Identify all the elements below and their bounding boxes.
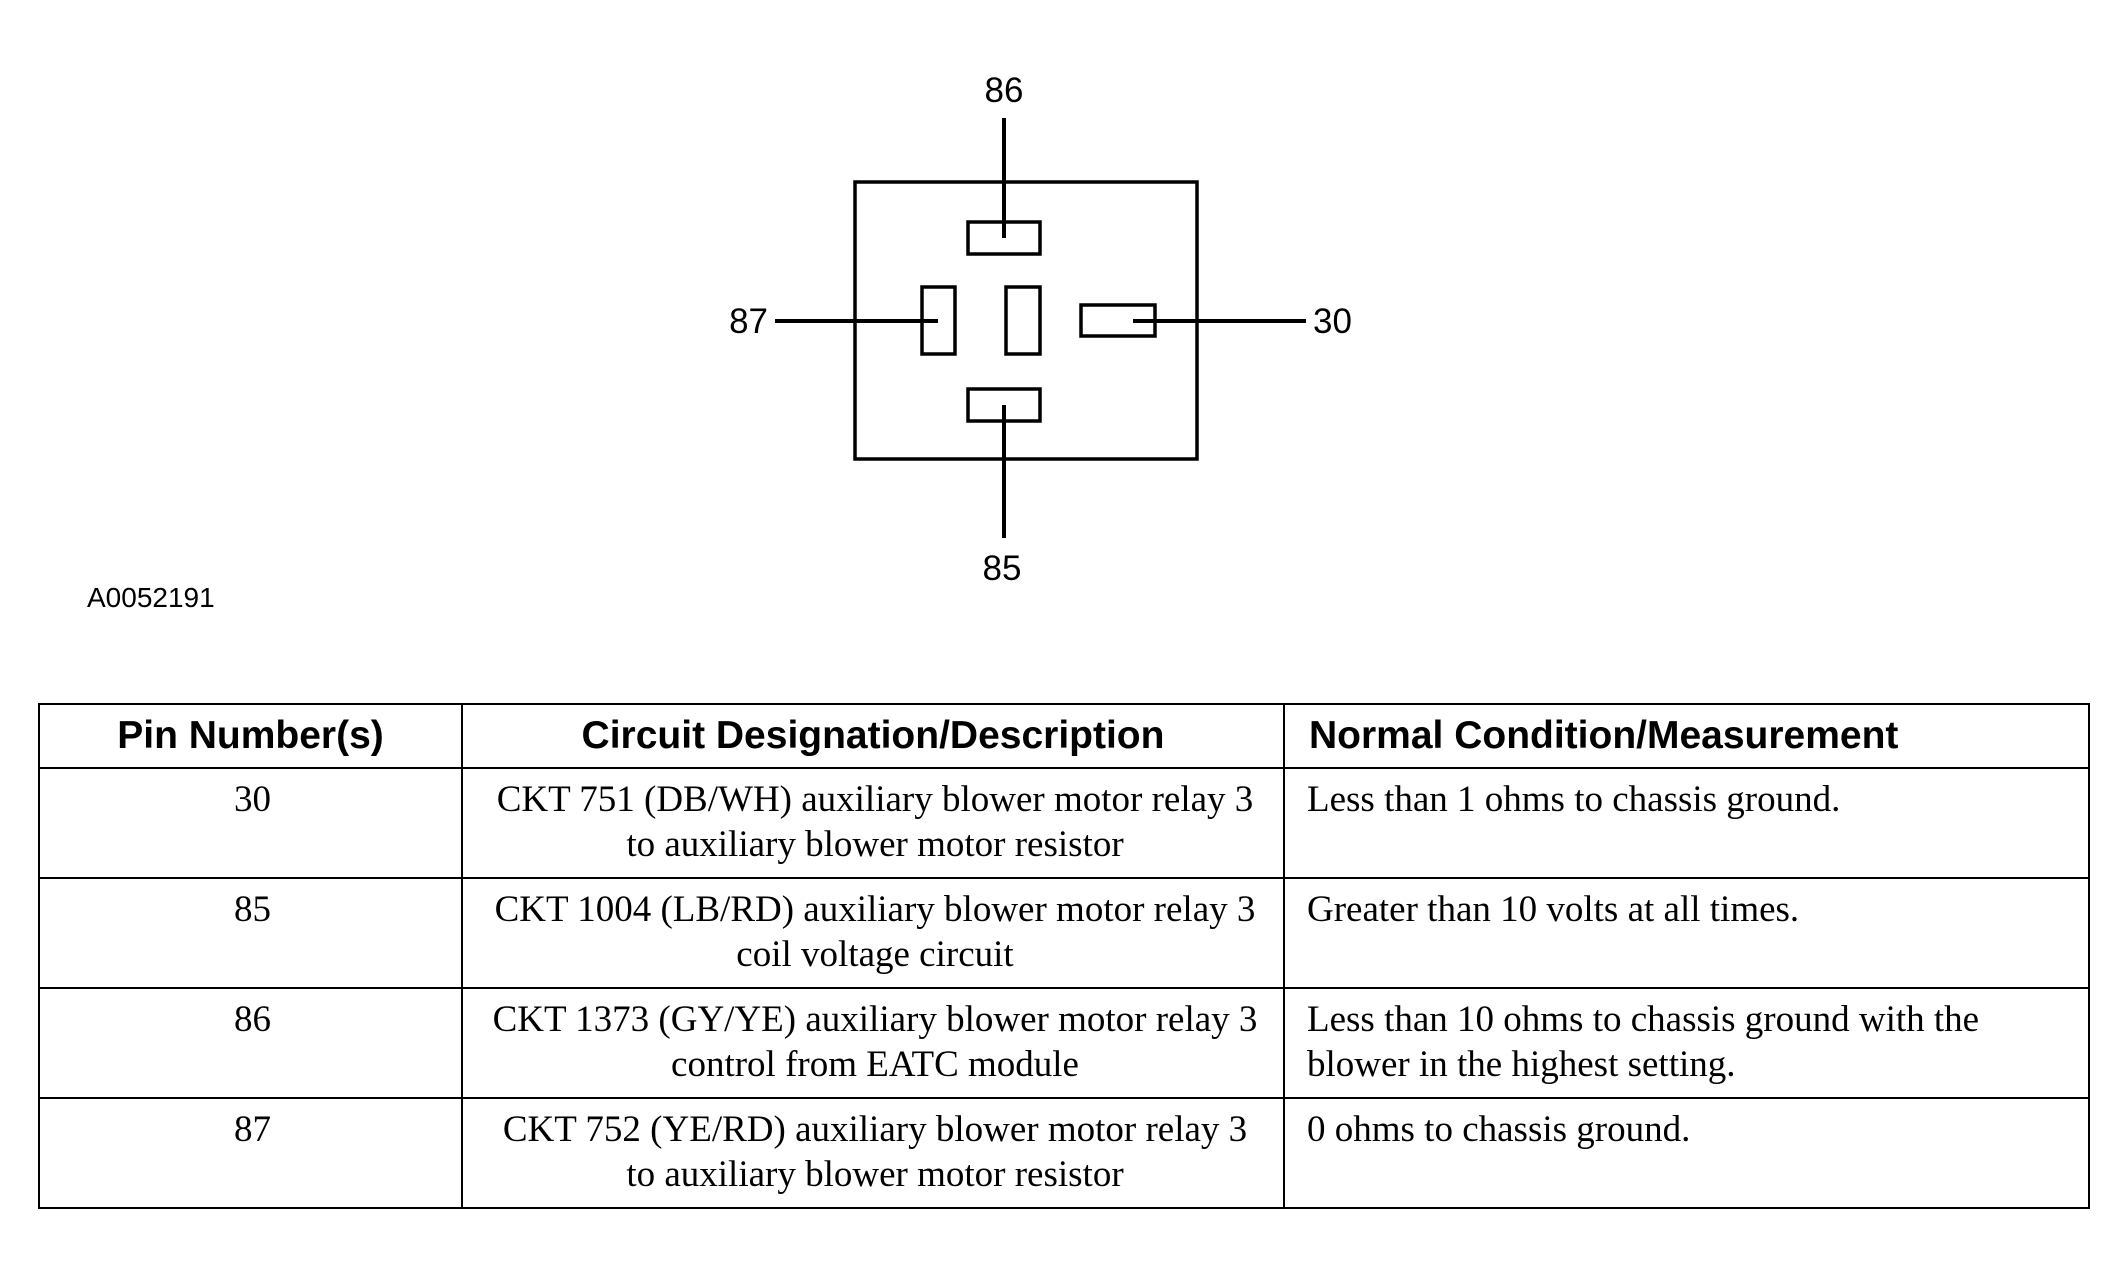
header-normal-condition: Normal Condition/Measurement [1283,703,2090,769]
condition-cell: Greater than 10 volts at all times. [1283,877,2090,989]
table-row: 87 CKT 752 (YE/RD) auxiliary blower moto… [38,1097,2090,1209]
figure-id: A0052191 [87,582,215,613]
header-pin-numbers: Pin Number(s) [38,703,463,769]
circuit-description-cell: CKT 1004 (LB/RD) auxiliary blower motor … [461,877,1285,989]
table-row: 86 CKT 1373 (GY/YE) auxiliary blower mot… [38,987,2090,1099]
pin-number-cell: 87 [38,1097,463,1209]
table-header-row: Pin Number(s) Circuit Designation/Descri… [38,703,2090,769]
pin-measurement-table: Pin Number(s) Circuit Designation/Descri… [38,703,2090,1209]
pin-number-cell: 30 [38,767,463,879]
pin-number-cell: 85 [38,877,463,989]
pin-label-86: 86 [985,71,1024,110]
relay-connector-diagram: 86 87 30 85 A0052191 [87,71,1352,613]
circuit-description-cell: CKT 752 (YE/RD) auxiliary blower motor r… [461,1097,1285,1209]
header-circuit-description: Circuit Designation/Description [461,703,1285,769]
table-row: 30 CKT 751 (DB/WH) auxiliary blower moto… [38,767,2090,879]
condition-cell: Less than 10 ohms to chassis ground with… [1283,987,2090,1099]
terminal-center [1004,285,1042,356]
pin-label-87: 87 [729,302,768,341]
pin-label-30: 30 [1313,302,1352,341]
circuit-description-cell: CKT 751 (DB/WH) auxiliary blower motor r… [461,767,1285,879]
circuit-description-cell: CKT 1373 (GY/YE) auxiliary blower motor … [461,987,1285,1099]
table-row: 85 CKT 1004 (LB/RD) auxiliary blower mot… [38,877,2090,989]
condition-cell: Less than 1 ohms to chassis ground. [1283,767,2090,879]
condition-cell: 0 ohms to chassis ground. [1283,1097,2090,1209]
pin-number-cell: 86 [38,987,463,1099]
pin-label-85: 85 [983,549,1022,588]
